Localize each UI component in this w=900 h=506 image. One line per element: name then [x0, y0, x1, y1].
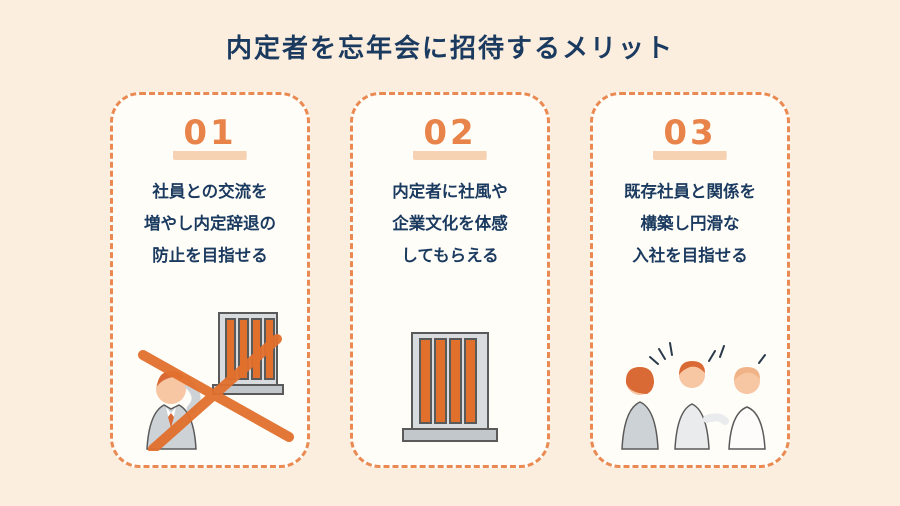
card-text-line: 増やし内定辞退の [144, 214, 276, 234]
merit-card-1: 01 社員との交流を 増やし内定辞退の 防止を目指せる [110, 92, 310, 468]
card-number: 03 [653, 111, 727, 160]
merit-cards: 01 社員との交流を 増やし内定辞退の 防止を目指せる [110, 92, 790, 468]
page-title: 内定者を忘年会に招待するメリット [225, 34, 674, 64]
company-building-illustration [384, 329, 516, 451]
card-number: 01 [173, 111, 247, 160]
card-text-line: 企業文化を体感 [392, 214, 508, 234]
merit-card-2: 02 内定者に社風や 企業文化を体感 してもらえる [350, 92, 550, 468]
card-text: 社員との交流を 増やし内定辞退の 防止を目指せる [144, 176, 276, 273]
card-number: 02 [413, 111, 487, 160]
declined-offer-illustration [119, 309, 301, 451]
card-text: 既存社員と関係を 構築し円滑な 入社を目指せる [624, 176, 756, 273]
merit-card-3: 03 既存社員と関係を 構築し円滑な 入社を目指せる [590, 92, 790, 468]
card-text-line: 構築し円滑な [640, 214, 740, 234]
people-talking-illustration [595, 319, 785, 451]
card-text: 内定者に社風や 企業文化を体感 してもらえる [392, 176, 508, 273]
card-text-line: 既存社員と関係を [624, 182, 756, 201]
card-text-line: 防止を目指せる [152, 246, 268, 266]
card-text-line: 入社を目指せる [632, 246, 748, 266]
card-text-line: 社員との交流を [152, 182, 268, 201]
card-text-line: 内定者に社風や [392, 182, 508, 201]
card-text-line: してもらえる [401, 246, 499, 266]
